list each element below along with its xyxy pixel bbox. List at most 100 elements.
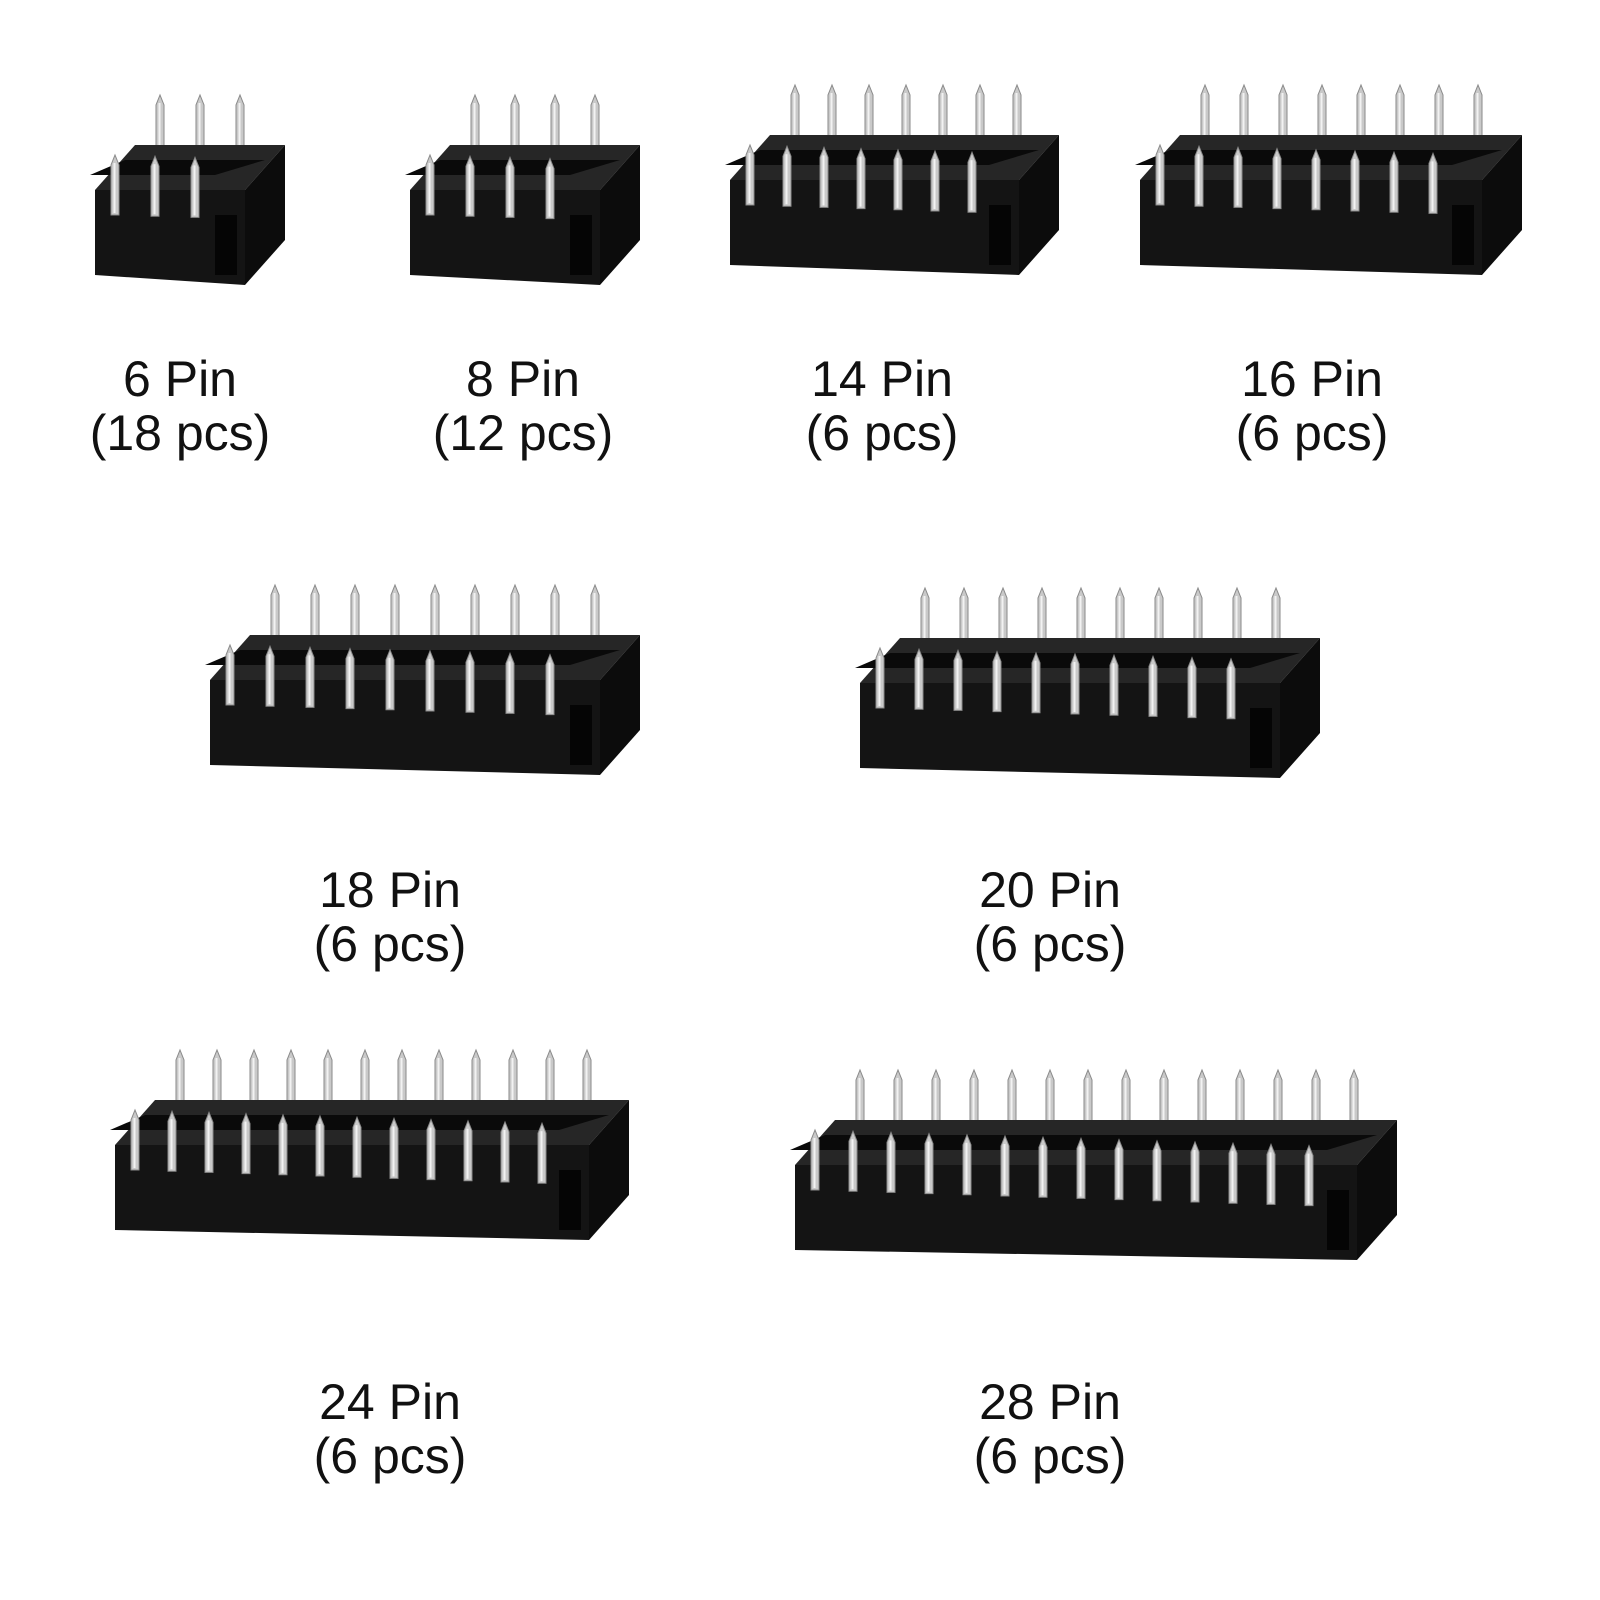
socket-pin xyxy=(1428,152,1438,214)
socket-pin xyxy=(545,653,555,716)
socket-pin xyxy=(1076,1137,1086,1199)
socket-pin xyxy=(992,650,1002,713)
socket-pin xyxy=(463,1119,473,1182)
socket-pin xyxy=(967,150,977,213)
dip-socket-drawing xyxy=(790,1068,1397,1260)
dip-socket-drawing xyxy=(725,83,1059,275)
socket-pin xyxy=(545,157,555,220)
socket-slot xyxy=(90,160,265,175)
socket-front-face xyxy=(95,190,245,285)
dip-socket-drawing xyxy=(855,586,1320,778)
socket-notch xyxy=(1250,708,1272,768)
socket-pin xyxy=(1155,143,1165,206)
socket-pin xyxy=(130,1108,140,1171)
socket-pin xyxy=(856,147,866,210)
socket-20-pin-label: 20 Pin (6 pcs) xyxy=(880,863,1220,971)
socket-front-face xyxy=(795,1165,1357,1260)
socket-pin xyxy=(1389,150,1399,213)
socket-pin xyxy=(426,1118,436,1181)
socket-front-face xyxy=(115,1145,589,1240)
socket-pin xyxy=(893,148,903,211)
pin-count-label: 24 Pin xyxy=(319,1374,461,1430)
socket-pin xyxy=(225,643,235,706)
socket-pin xyxy=(500,1120,510,1183)
socket-pin xyxy=(1000,1134,1010,1197)
socket-pin xyxy=(1350,149,1360,212)
socket-notch xyxy=(1327,1190,1349,1250)
socket-24-pin xyxy=(110,1040,639,1280)
pin-count-label: 14 Pin xyxy=(811,351,953,407)
socket-slot xyxy=(725,150,1039,165)
pin-count-label: 16 Pin xyxy=(1241,351,1383,407)
socket-pin xyxy=(745,143,755,206)
socket-notch xyxy=(559,1170,581,1230)
socket-pin xyxy=(315,1114,325,1177)
socket-pin xyxy=(425,153,435,216)
socket-20-pin xyxy=(855,578,1330,818)
socket-pin xyxy=(924,1132,934,1195)
socket-pin xyxy=(1190,1140,1200,1203)
quantity-label: (6 pcs) xyxy=(1235,405,1389,461)
socket-pin xyxy=(110,153,120,216)
socket-pin xyxy=(1148,655,1158,717)
socket-14-pin xyxy=(725,75,1069,315)
socket-pin xyxy=(389,1117,399,1179)
socket-notch xyxy=(1452,205,1474,265)
socket-pin xyxy=(1114,1138,1124,1201)
dip-socket-drawing xyxy=(110,1048,629,1240)
socket-side-face xyxy=(1357,1120,1397,1260)
socket-pin xyxy=(1070,652,1080,715)
socket-16-pin xyxy=(1135,75,1532,315)
socket-pin xyxy=(930,149,940,212)
dip-socket-drawing xyxy=(405,93,640,285)
socket-pin xyxy=(305,646,315,708)
socket-pin xyxy=(465,650,475,713)
quantity-label: (6 pcs) xyxy=(313,916,467,972)
socket-8-pin-label: 8 Pin (12 pcs) xyxy=(353,352,693,460)
socket-pin xyxy=(278,1113,288,1176)
socket-side-face xyxy=(600,635,640,775)
socket-pin xyxy=(914,647,924,710)
socket-18-pin-label: 18 Pin (6 pcs) xyxy=(220,863,560,971)
socket-side-face xyxy=(1019,135,1059,275)
socket-14-pin-label: 14 Pin (6 pcs) xyxy=(712,352,1052,460)
socket-pin xyxy=(1304,1144,1314,1207)
socket-pin xyxy=(425,649,435,712)
socket-pin xyxy=(1109,653,1119,716)
socket-pin xyxy=(1038,1135,1048,1198)
socket-notch xyxy=(989,205,1011,265)
socket-pin xyxy=(1226,657,1236,720)
socket-front-face xyxy=(860,683,1280,778)
socket-pin xyxy=(505,156,515,218)
socket-pin xyxy=(1194,144,1204,207)
pin-count-label: 8 Pin xyxy=(466,351,580,407)
socket-pin xyxy=(1228,1141,1238,1204)
socket-28-pin xyxy=(790,1060,1407,1300)
socket-pin xyxy=(345,647,355,710)
socket-notch xyxy=(215,215,237,275)
socket-pin xyxy=(962,1133,972,1196)
socket-24-pin-label: 24 Pin (6 pcs) xyxy=(220,1375,560,1483)
quantity-label: (6 pcs) xyxy=(973,916,1127,972)
quantity-label: (18 pcs) xyxy=(89,405,271,461)
socket-28-pin-label: 28 Pin (6 pcs) xyxy=(880,1375,1220,1483)
socket-6-pin-label: 6 Pin (18 pcs) xyxy=(10,352,350,460)
socket-pin xyxy=(190,156,200,218)
socket-16-pin-label: 16 Pin (6 pcs) xyxy=(1142,352,1482,460)
pin-count-label: 6 Pin xyxy=(123,351,237,407)
quantity-label: (6 pcs) xyxy=(973,1428,1127,1484)
socket-front-face xyxy=(730,180,1019,275)
socket-pin xyxy=(1233,146,1243,208)
dip-socket-drawing xyxy=(205,583,640,775)
socket-side-face xyxy=(1280,638,1320,778)
socket-8-pin xyxy=(405,85,650,325)
quantity-label: (6 pcs) xyxy=(805,405,959,461)
socket-side-face xyxy=(1482,135,1522,275)
socket-pin xyxy=(204,1111,214,1173)
socket-pin xyxy=(1031,651,1041,714)
socket-pin xyxy=(953,649,963,711)
socket-slot xyxy=(790,1135,1377,1150)
socket-pin xyxy=(505,652,515,714)
pin-count-label: 28 Pin xyxy=(979,1374,1121,1430)
